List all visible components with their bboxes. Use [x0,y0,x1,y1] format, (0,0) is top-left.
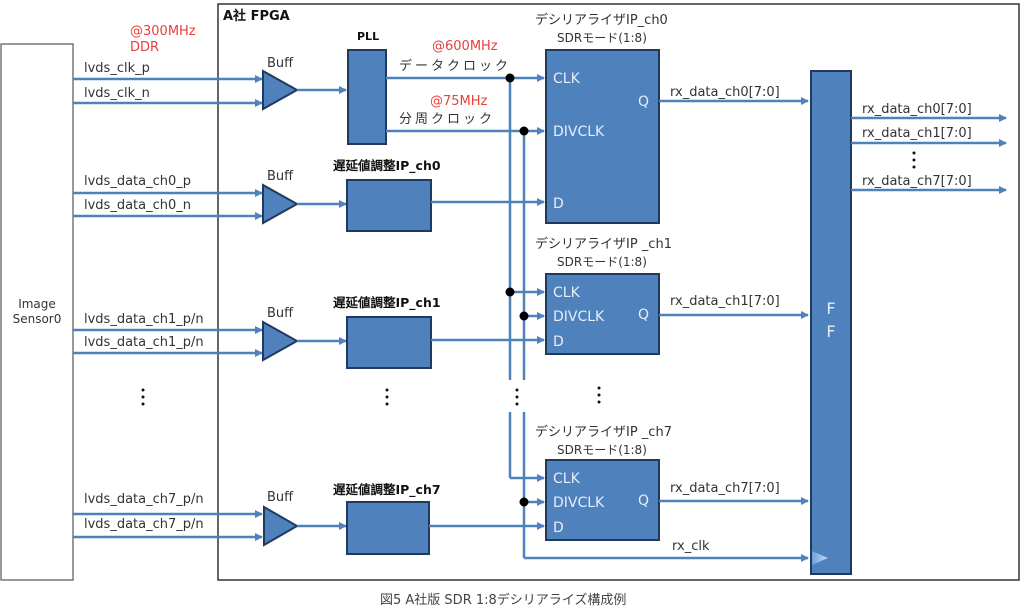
div-clock-junction-ch1 [519,311,529,321]
ch7-signal-p-label: lvds_data_ch7_p/n [84,492,204,507]
ch0-port-q: Q [638,94,649,110]
ff-label-line1: F [826,299,835,318]
data-clock-label: データクロック [399,58,511,74]
ch7-port-divclk: DIVCLK [553,495,605,511]
ch0-signal-n-label: lvds_data_ch0_n [84,198,191,213]
div-clock-label: 分周クロック [399,112,495,127]
ch0-port-divclk: DIVCLK [553,124,605,140]
ch1-port-clk: CLK [553,285,581,301]
pll-block [347,49,387,145]
clk-buffer-label: Buff [267,56,294,71]
ch7-output-label: rx_data_ch7[7:0] [670,481,780,496]
ff-output-ch0-label: rx_data_ch0[7:0] [862,102,972,117]
ch0-buffer [262,183,300,225]
ff-output-ch7-label: rx_data_ch7[7:0] [862,174,972,189]
ch0-buffer-label: Buff [267,169,294,184]
ch1-deser-mode: SDRモード(1:8) [557,255,647,269]
figure-caption: 図5 A社版 SDR 1:8デシリアライズ構成例 [380,592,626,608]
ch0-delay-label: 遅延値調整IP_ch0 [333,158,441,174]
ch7-port-q: Q [638,493,649,509]
div-clock-junction-ch0 [519,126,529,136]
data-clock-junction-ch1 [505,287,515,297]
ch7-delay-block [346,501,430,555]
ch1-signal-n-label: lvds_data_ch1_p/n [84,335,204,350]
ch0-deser-mode: SDRモード(1:8) [557,31,647,45]
pll-label: PLL [357,30,379,43]
ch7-signal-n-label: lvds_data_ch7_p/n [84,517,204,532]
data-clock-freq: @600MHz [432,39,498,54]
ellipsis-ff-outputs [912,151,916,169]
ellipsis-sensor [141,388,145,406]
ch1-delay-label: 遅延値調整IP_ch1 [333,295,441,311]
ch1-buffer-label: Buff [267,306,294,321]
ch1-port-divclk: DIVCLK [553,309,605,325]
ch7-port-clk: CLK [553,471,581,487]
rx-clk-label: rx_clk [672,539,710,554]
ch0-port-clk: CLK [553,71,581,87]
ch7-delay-label: 遅延値調整IP_ch7 [333,482,441,498]
clock-input-ddr: DDR [130,40,159,55]
ch1-port-q: Q [638,307,649,323]
ch7-deserializer-block [545,459,660,541]
image-sensor-box [0,43,74,581]
ch1-delay-block [346,316,432,369]
ch1-buffer [262,320,300,362]
sensor-label-line1: Image [18,297,56,311]
lvds-clk-p-label: lvds_clk_p [84,61,150,76]
ch0-deser-title: デシリアライザIP_ch0 [535,12,668,28]
ch0-port-d: D [553,196,564,212]
ch0-output-label: rx_data_ch0[7:0] [670,85,780,100]
fpga-title: A社 FPGA [223,8,290,24]
ff-label-line2: F [826,322,835,341]
clk-buffer [262,69,300,111]
ch7-deser-mode: SDRモード(1:8) [557,443,647,457]
ch7-buffer [263,505,300,547]
clock-input-freq: @300MHz [130,24,196,39]
data-clock-junction-ch0 [505,73,515,83]
ch7-deser-title: デシリアライザIP _ch7 [535,424,672,440]
ellipsis-clock-bus [515,388,519,406]
ff-output-ch1-label: rx_data_ch1[7:0] [862,126,972,141]
ch7-buffer-label: Buff [267,490,294,505]
sensor-label-line2: Sensor0 [13,312,62,326]
ch1-port-d: D [553,334,564,350]
fpga-boundary [217,3,1020,581]
ch1-deserializer-block [545,273,660,355]
ch1-output-label: rx_data_ch1[7:0] [670,294,780,309]
ellipsis-deserializer [597,386,601,404]
ch1-deser-title: デシリアライザIP _ch1 [535,236,672,252]
ff-clock-input-triangle [812,551,828,565]
ch0-deserializer-block [545,49,660,224]
div-clock-junction-ch7 [519,497,529,507]
lvds-clk-n-label: lvds_clk_n [84,86,150,101]
ch7-port-d: D [553,520,564,536]
ch1-signal-p-label: lvds_data_ch1_p/n [84,312,204,327]
flipflop-block [810,70,852,575]
div-clock-freq: @75MHz [430,94,488,109]
ellipsis-delay [385,388,389,406]
ch0-signal-p-label: lvds_data_ch0_p [84,174,191,189]
ch0-delay-block [346,179,432,232]
